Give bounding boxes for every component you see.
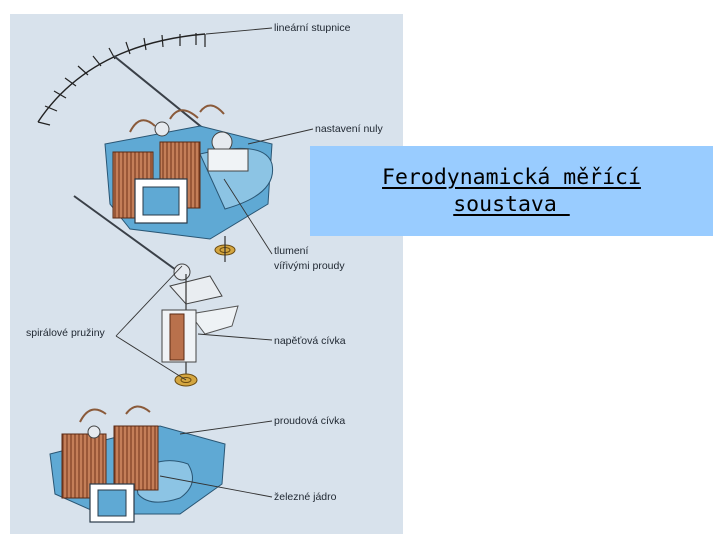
label-iron-core: železné jádro: [274, 491, 337, 503]
label-current-coil: proudová cívka: [274, 415, 345, 427]
title-box: Ferodynamická měřící soustava: [310, 146, 713, 236]
instrument-illustration: lineární stupnice nastavení nuly tlumení…: [10, 14, 403, 534]
slide-title: Ferodynamická měřící soustava: [382, 164, 641, 218]
label-zero-adjust: nastavení nuly: [315, 123, 383, 135]
label-linear-scale: lineární stupnice: [274, 22, 351, 34]
upper-coil-assembly: [105, 105, 273, 262]
lower-coil-assembly: [50, 406, 225, 522]
label-damping-line2: vířivými proudy: [274, 260, 345, 272]
label-spiral-springs: spirálové pružiny: [26, 327, 106, 339]
label-voltage-coil: napěťová cívka: [274, 335, 346, 347]
label-damping-line1: tlumení: [274, 245, 309, 257]
moving-voltage-coil: [162, 264, 238, 386]
